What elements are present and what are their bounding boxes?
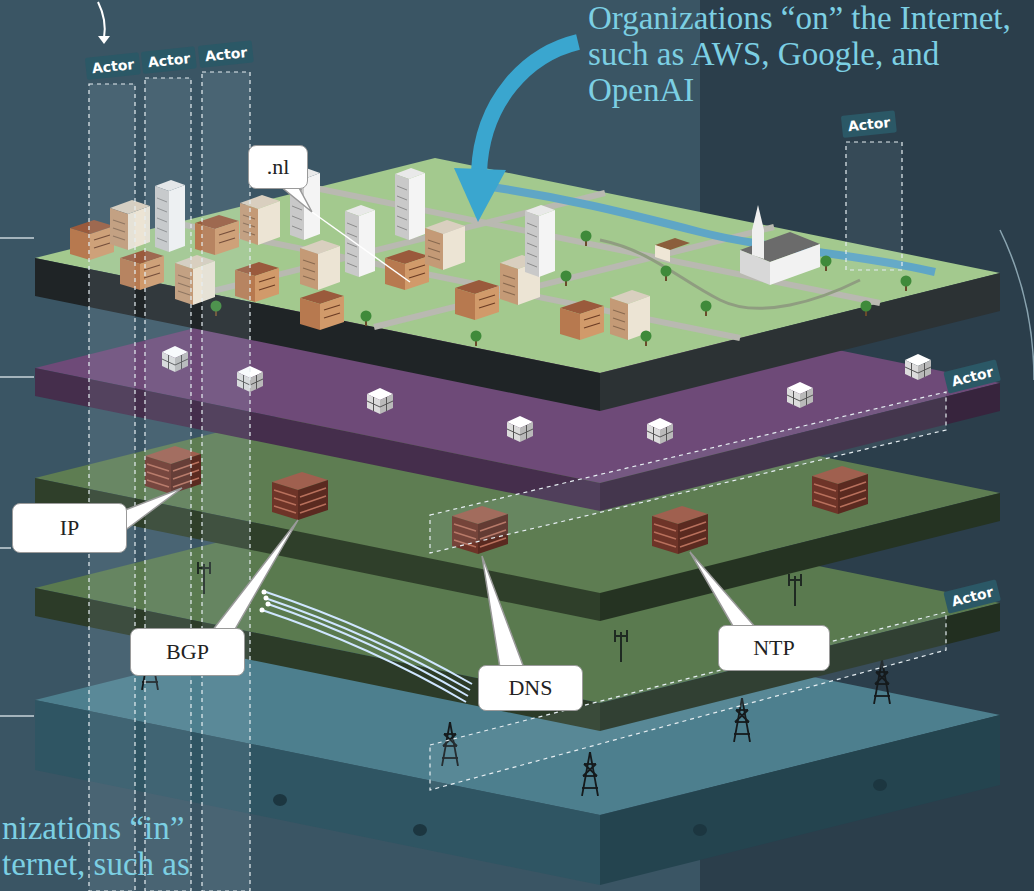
actor-columns (89, 72, 946, 891)
actor-tag: Actor (198, 40, 254, 68)
actor-label: Actor (147, 50, 191, 70)
callout-box: DNS (478, 665, 583, 711)
actor-tag: Actor (841, 110, 897, 138)
callout-text: Organizations “on” the Internet, such as… (588, 0, 1034, 108)
actor-label: Actor (847, 114, 891, 134)
actor-tag: Actor (943, 579, 1001, 613)
actor-tag: Actor (85, 52, 141, 80)
callout-label: NTP (753, 635, 795, 661)
callout-label: IP (60, 515, 80, 541)
actor-label: Actor (91, 56, 135, 76)
actor-label: Actor (950, 584, 995, 610)
church (740, 205, 820, 285)
actor-label: Actor (204, 44, 248, 64)
callout-text: nizations “in” ternet, such as (2, 810, 237, 882)
callout-label: BGP (166, 639, 209, 665)
big-arrow (454, 42, 578, 222)
callout-box: .nl (248, 145, 308, 189)
callout-tails (120, 186, 756, 668)
callout-box: NTP (718, 625, 830, 671)
callout-box: BGP (130, 628, 245, 676)
actor-tag: Actor (141, 46, 197, 74)
callout-label: .nl (267, 154, 290, 180)
callout-label: DNS (508, 675, 552, 701)
actor-label: Actor (950, 364, 995, 390)
actor-tag: Actor (943, 359, 1001, 393)
callout-box: IP (12, 503, 127, 553)
